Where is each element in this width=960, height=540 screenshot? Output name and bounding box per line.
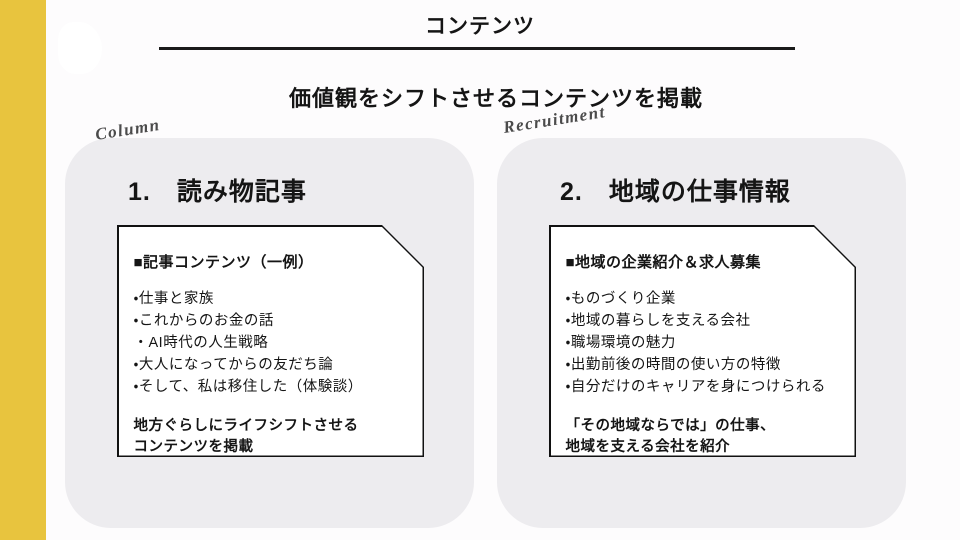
recruitment-card: Recruitment 2.地域の仕事情報 ■地域の企業紹介＆求人募集 ・ものづ… [497, 102, 906, 528]
recruitment-card-heading: 2. 地域の仕事情報 [560, 172, 791, 208]
recruitment-card-number: 2. [560, 178, 583, 206]
recruitment-note-header: ■地域の企業紹介＆求人募集 [565, 253, 762, 271]
column-handwritten-tag: Column [93, 114, 162, 145]
recruitment-card-title: 地域の仕事情報 [608, 178, 791, 206]
list-item: ・ものづくり企業 [565, 290, 676, 307]
list-item: ・仕事と家族 [133, 290, 214, 307]
slide-subtitle: 価値観をシフトさせるコンテンツを掲載 [288, 86, 703, 111]
column-card-title: 読み物記事 [176, 178, 307, 206]
summary-line: 「その地域ならでは」の仕事、 [565, 417, 776, 434]
page-title: コンテンツ [425, 15, 535, 38]
list-item: ・職場環境の魅力 [565, 334, 676, 351]
summary-line: コンテンツを掲載 [133, 438, 254, 455]
list-item: ・大人になってからの友だち論 [133, 356, 334, 373]
left-accent-bar [0, 0, 46, 540]
background-blob [58, 22, 102, 74]
title-underline [159, 47, 795, 50]
column-note-box: ■記事コンテンツ（一例） ・仕事と家族 ・これからのお金の話 ・AI時代の人生戦… [117, 225, 424, 457]
column-card-heading: 1. 読み物記事 [128, 172, 307, 208]
column-note-header: ■記事コンテンツ（一例） [133, 253, 314, 271]
column-note-list: ・仕事と家族 ・これからのお金の話 ・AI時代の人生戦略 ・大人になってからの友… [134, 288, 409, 398]
column-note-summary: 地方ぐらしにライフシフトさせる コンテンツを掲載 [134, 416, 409, 458]
list-item: ・自分だけのキャリアを身につけられる [565, 378, 826, 395]
list-item: ・出勤前後の時間の使い方の特徴 [565, 356, 781, 373]
column-card-number: 1. [128, 178, 151, 206]
column-note-inner: ■記事コンテンツ（一例） ・仕事と家族 ・これからのお金の話 ・AI時代の人生戦… [119, 227, 423, 456]
summary-line: 地域を支える会社を紹介 [565, 438, 731, 455]
list-item: ・AI時代の人生戦略 [133, 334, 269, 351]
recruitment-note-list: ・ものづくり企業 ・地域の暮らしを支える会社 ・職場環境の魅力 ・出勤前後の時間… [566, 288, 841, 398]
list-item: ・これからのお金の話 [133, 312, 274, 329]
list-item: ・そして、私は移住した（体験談） [133, 378, 363, 395]
list-item: ・地域の暮らしを支える会社 [565, 312, 751, 329]
column-card: Column 1. 読み物記事 ■記事コンテンツ（一例） ・仕事と家族 ・これから… [65, 115, 474, 528]
recruitment-note-inner: ■地域の企業紹介＆求人募集 ・ものづくり企業 ・地域の暮らしを支える会社 ・職場… [551, 227, 855, 456]
summary-line: 地方ぐらしにライフシフトさせる [133, 417, 359, 434]
recruitment-note-summary: 「その地域ならでは」の仕事、 地域を支える会社を紹介 [566, 416, 841, 458]
recruitment-note-box: ■地域の企業紹介＆求人募集 ・ものづくり企業 ・地域の暮らしを支える会社 ・職場… [549, 225, 856, 457]
